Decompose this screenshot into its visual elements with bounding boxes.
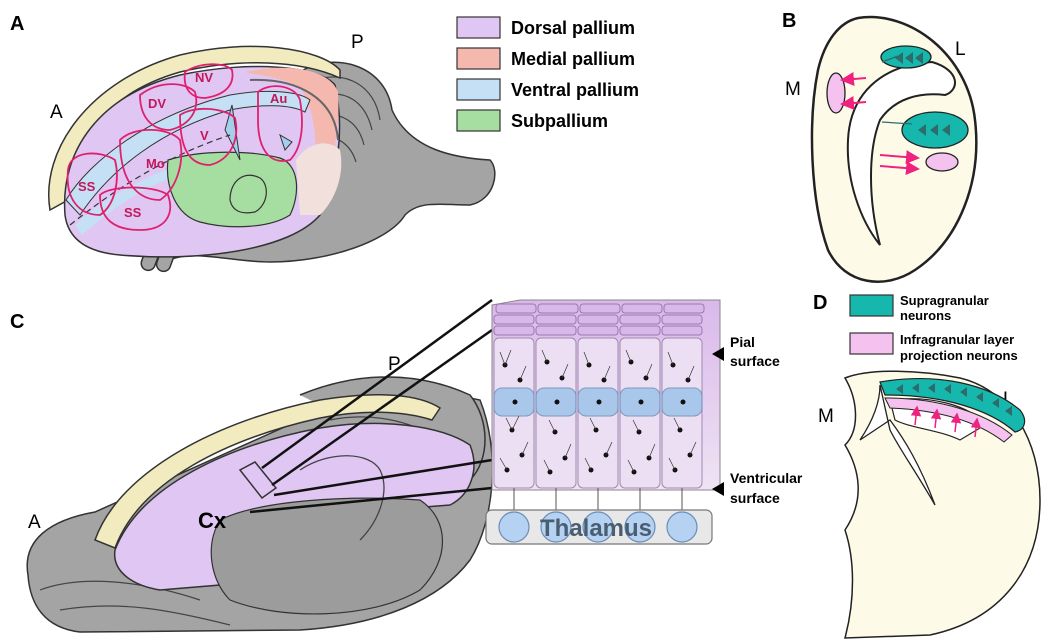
panel-c: C P A Cx <box>10 300 803 632</box>
legend-swatch-infragranular <box>850 333 893 354</box>
legend-pallium: Dorsal pallium Medial pallium Ventral pa… <box>457 17 639 131</box>
panel-c-anterior-label: A <box>28 512 41 533</box>
panel-c-letter: C <box>10 311 24 333</box>
ventricular-surface-label-1: Ventricular <box>730 470 803 486</box>
panel-a-posterior-label: P <box>351 32 364 53</box>
legend-label-infragranular-1: Infragranular layer <box>900 332 1014 347</box>
legend-swatch-medial <box>457 48 500 69</box>
legend-label-infragranular-2: projection neurons <box>900 348 1018 363</box>
panel-b-teal-upper <box>881 46 931 68</box>
panel-c-cortex-label: Cx <box>198 508 227 533</box>
region-label-v: V <box>200 128 209 143</box>
legend-label-medial: Medial pallium <box>511 49 635 69</box>
panel-d-letter: D <box>813 292 827 314</box>
legend-label-dorsal: Dorsal pallium <box>511 18 635 38</box>
panel-b-lateral-label: L <box>955 39 966 60</box>
panel-b-pink-lateral <box>926 153 958 171</box>
pial-surface-label-2: surface <box>730 353 780 369</box>
cortical-column-block <box>492 300 724 515</box>
thalamus-box: Thalamus <box>486 510 712 544</box>
thalamus-label: Thalamus <box>540 515 652 542</box>
panel-d-medial-label: M <box>818 406 834 427</box>
region-label-au: Au <box>270 91 287 106</box>
legend-swatch-dorsal <box>457 17 500 38</box>
legend-swatch-subpallium <box>457 110 500 131</box>
legend-swatch-ventral <box>457 79 500 100</box>
pial-surface-label-1: Pial <box>730 334 755 350</box>
panel-b-letter: B <box>782 10 796 32</box>
legend-label-supragranular-1: Supragranular <box>900 293 989 308</box>
legend-swatch-supragranular <box>850 295 893 316</box>
legend-label-ventral: Ventral pallium <box>511 80 639 100</box>
region-label-ss1: SS <box>78 179 96 194</box>
region-label-mo: Mo <box>146 156 165 171</box>
panel-a-anterior-label: A <box>50 102 63 123</box>
legend-label-supragranular-2: neurons <box>900 308 951 323</box>
panel-a: A A P <box>10 13 495 273</box>
panel-b: B M L <box>782 10 976 282</box>
panel-a-letter: A <box>10 13 24 35</box>
legend-label-subpallium: Subpallium <box>511 111 608 131</box>
ventricular-surface-label-2: surface <box>730 490 780 506</box>
panel-d: D Supragranular neurons Infragranular la… <box>813 292 1040 638</box>
panel-b-medial-label: M <box>785 79 801 100</box>
region-label-ss2: SS <box>124 205 142 220</box>
region-label-nv: NV <box>195 70 213 85</box>
region-label-dv: DV <box>148 96 166 111</box>
column-top-grid <box>494 304 704 335</box>
